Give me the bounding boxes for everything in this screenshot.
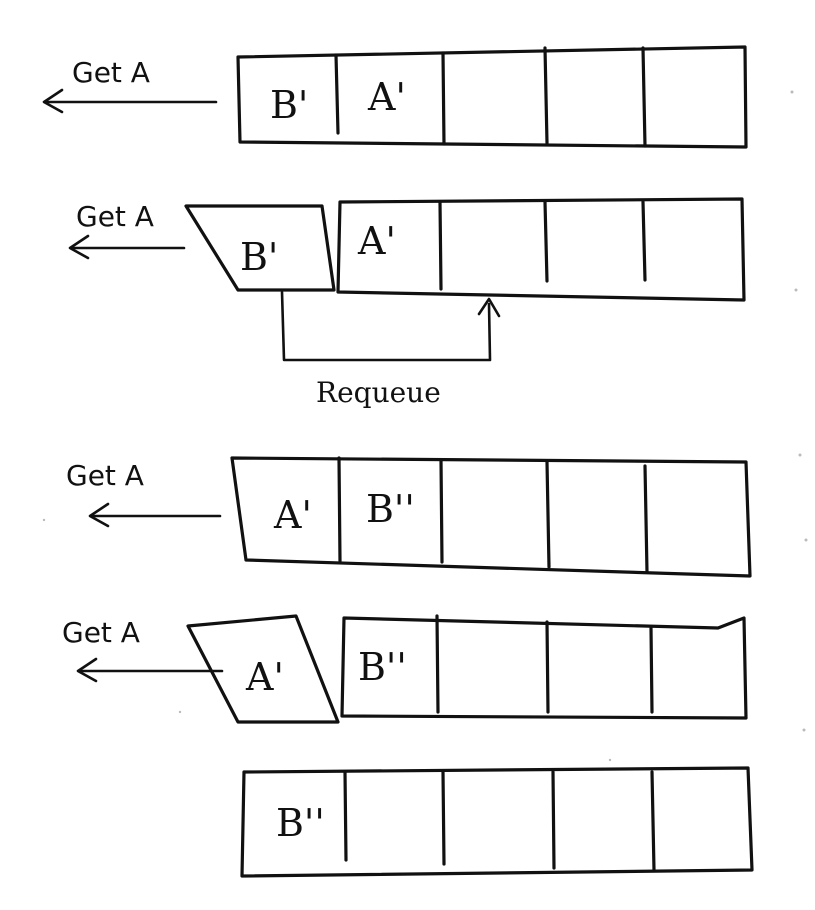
step-3-cell-1: A' (273, 493, 312, 537)
step-4: Get A A' B'' (62, 614, 748, 724)
step-1-op-label: Get A (72, 56, 150, 89)
step-2: Get A B' A' Requeue (68, 197, 746, 409)
step-2-dequeued-cell: B' (184, 204, 336, 292)
step-4-queue: B'' (340, 614, 748, 720)
step-3-cell-2: B'' (366, 487, 415, 531)
step-1-cell-1: B' (270, 83, 308, 127)
step-2-dequeued-label: B' (240, 235, 278, 279)
step-3-op-label: Get A (66, 459, 144, 492)
step-1-left-arrow (42, 88, 218, 114)
step-5-cell-1: B'' (276, 801, 325, 845)
step-5-queue: B'' (240, 766, 754, 878)
step-4-cell-1: B'' (358, 645, 407, 689)
step-2-left-arrow (68, 234, 186, 260)
step-3: Get A A' B'' (66, 456, 752, 578)
step-4-dequeued-cell: A' (186, 614, 340, 724)
step-2-cell-1: A' (357, 219, 396, 263)
paper-specks (42, 90, 808, 762)
step-1-queue: B' A' (236, 45, 748, 149)
step-2-op-label: Get A (76, 200, 154, 233)
step-3-queue: A' B'' (230, 456, 752, 578)
step-4-op-label: Get A (62, 616, 140, 649)
step-1-cell-2: A' (367, 75, 406, 119)
step-5: B'' (240, 766, 754, 878)
step-2-requeue-arrow (280, 290, 501, 362)
step-1: Get A B' A' (42, 45, 748, 149)
step-2-queue: A' (336, 197, 746, 302)
step-4-dequeued-label: A' (245, 655, 284, 699)
step-2-requeue-label: Requeue (316, 376, 441, 409)
step-4-left-arrow (76, 657, 224, 683)
step-3-left-arrow (88, 502, 222, 528)
